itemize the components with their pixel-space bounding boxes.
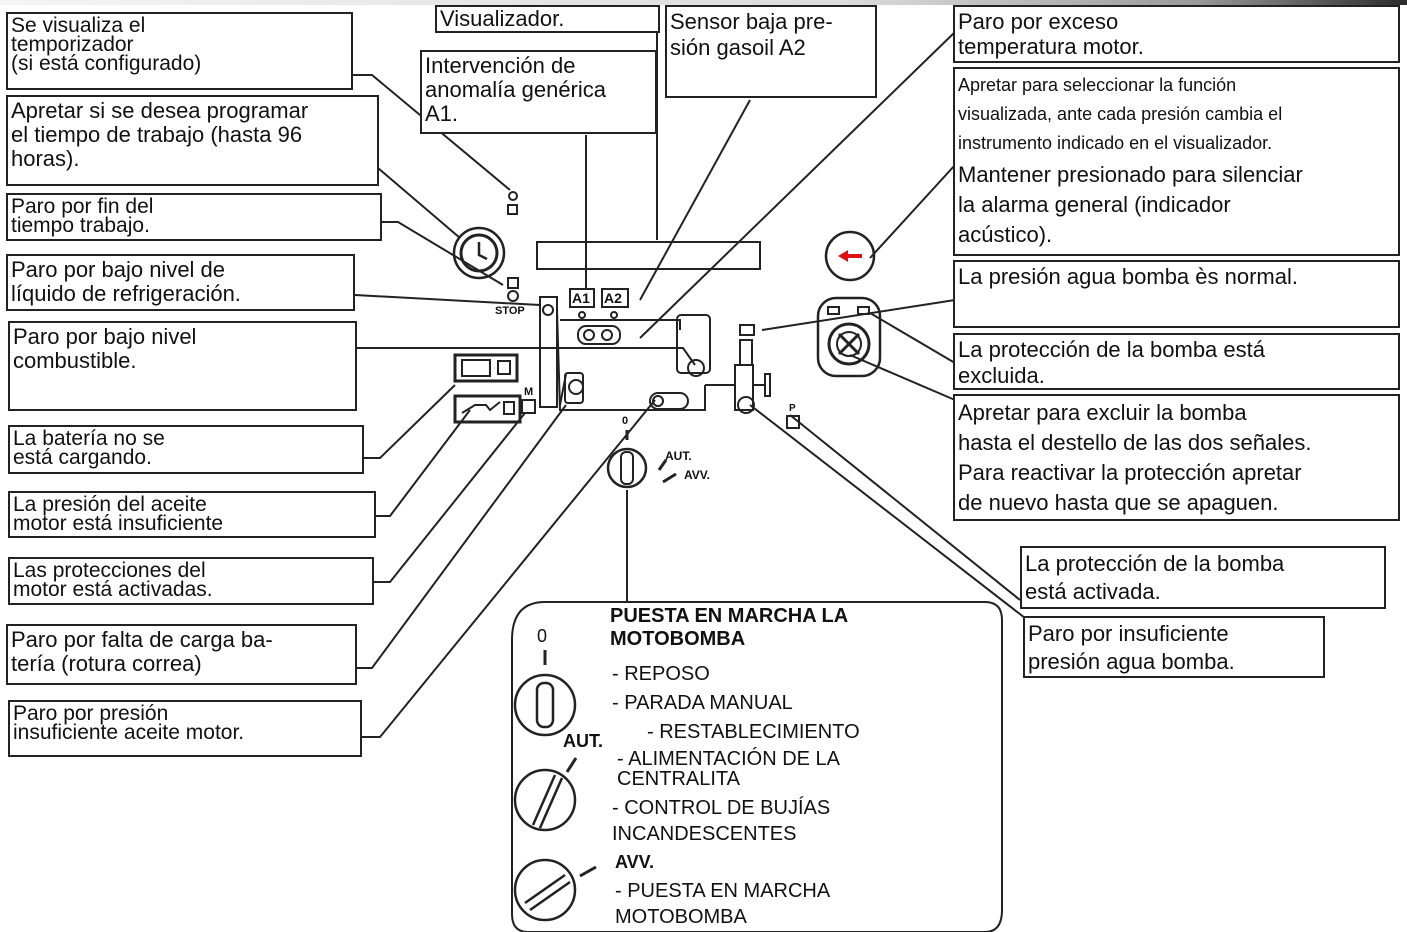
timer-button bbox=[452, 226, 506, 280]
label-display: Visualizador. bbox=[435, 5, 660, 33]
startup-title: PUESTA EN MARCHA LA MOTOBOMBA bbox=[610, 605, 849, 650]
stop-label: STOP bbox=[495, 305, 525, 317]
label-stop-oil: Paro por presión insuficiente aceite mot… bbox=[8, 700, 362, 757]
label-low-pressure-a2: Sensor baja pre- sión gasoil A2 bbox=[665, 5, 877, 98]
top-gradient-bar bbox=[0, 0, 1407, 5]
key-0-label: 0 bbox=[622, 415, 629, 427]
startup-frame bbox=[511, 601, 1003, 932]
pump-led-right bbox=[857, 306, 870, 315]
alarm-button bbox=[824, 230, 876, 282]
wire-timer-program bbox=[377, 167, 461, 239]
label-stop-overtemp: Paro por exceso temperatura motor. bbox=[953, 5, 1400, 63]
label-stop-fuel: Paro por bajo nivel combustible. bbox=[8, 321, 357, 411]
startup-item-parada: - PARADA MANUAL bbox=[612, 692, 793, 714]
label-silence-alarm: Mantener presionado para silenciar la al… bbox=[953, 158, 1400, 256]
label-battery-not-charging: La batería no se está cargando. bbox=[8, 425, 364, 474]
display-screen bbox=[536, 241, 761, 270]
pump-protection-button bbox=[816, 296, 882, 378]
oil-sensor bbox=[649, 392, 689, 410]
startup-pos-0: 0 bbox=[537, 626, 548, 646]
a2-indicator-frame bbox=[601, 288, 629, 308]
battery-indicator bbox=[453, 353, 519, 383]
wire-overtemp bbox=[639, 31, 956, 339]
wire-battery bbox=[364, 384, 456, 459]
startup-avv-label: AVV. bbox=[615, 852, 655, 872]
m-led bbox=[521, 399, 536, 414]
p-led bbox=[786, 415, 800, 429]
wire-oil-pressure bbox=[376, 409, 471, 517]
label-exclude-pump: Apretar para excluir la bomba hasta el d… bbox=[953, 394, 1400, 521]
label-generic-fault: Intervención de anomalía genérica A1. bbox=[420, 50, 657, 134]
startup-item-reposo: - REPOSO bbox=[612, 663, 710, 685]
label-stop-battery: Paro por falta de carga ba- tería (rotur… bbox=[6, 624, 357, 685]
startup-item-puesta: - PUESTA EN MARCHA MOTOBOMBA bbox=[615, 880, 831, 928]
key-switch bbox=[606, 447, 648, 489]
key-aut-label: AUT. bbox=[665, 449, 692, 463]
wire-stop-fuel bbox=[357, 347, 696, 366]
label-select-function: Apretar para seleccionar la función visu… bbox=[953, 67, 1400, 160]
timer-led bbox=[507, 204, 518, 215]
wire-a2 bbox=[639, 99, 751, 301]
label-stop-coolant: Paro por bajo nivel de líquido de refrig… bbox=[6, 254, 355, 311]
wire-timer-visual bbox=[352, 74, 511, 191]
wire-stop-coolant bbox=[354, 294, 541, 306]
wire-exclude-pump bbox=[849, 354, 956, 401]
wire-pump-excluded bbox=[869, 312, 956, 364]
m-label: M bbox=[524, 386, 534, 398]
pump-pressure-led bbox=[739, 324, 755, 336]
wire-pump-active bbox=[789, 414, 1021, 601]
wire-select bbox=[869, 164, 956, 259]
label-protections-active: Las protecciones del motor está activada… bbox=[8, 557, 374, 605]
label-timer-program: Apretar si se desea programar el tiempo … bbox=[6, 95, 379, 186]
label-pump-pressure-normal: La presión agua bomba ès normal. bbox=[953, 260, 1400, 328]
label-pump-protection-excluded: La protección de la bomba está excluida. bbox=[953, 333, 1400, 390]
label-timer-visual: Se visualiza el temporizador (si está co… bbox=[6, 12, 353, 90]
startup-item-restablecimiento: - RESTABLECIMIENTO bbox=[647, 721, 860, 743]
key-avv-label: AVV. bbox=[684, 468, 711, 482]
wire-stop-oil bbox=[362, 399, 656, 738]
startup-item-alimentacion: - ALIMENTACIÓN DE LA CENTRALITA bbox=[617, 748, 841, 790]
a2-label: A2 bbox=[604, 290, 622, 306]
pump-led-left bbox=[827, 306, 840, 315]
oil-indicator bbox=[453, 394, 522, 424]
p-label: P bbox=[789, 403, 796, 414]
label-oil-pressure-low: La presión del aceite motor está insufic… bbox=[8, 491, 376, 538]
stop-led bbox=[507, 277, 519, 289]
label-pump-protection-active: La protección de la bomba está activada. bbox=[1020, 546, 1386, 609]
label-stop-pump-pressure: Paro por insuficiente presión agua bomba… bbox=[1023, 616, 1325, 678]
wire-stop-battery bbox=[357, 404, 567, 669]
label-stop-end-time: Paro por fin del tiempo trabajo. bbox=[6, 193, 382, 241]
timer-small-icon bbox=[508, 191, 518, 201]
a1-label: A1 bbox=[572, 290, 590, 306]
wire-stop-end-time bbox=[382, 221, 504, 286]
wire-protections bbox=[374, 412, 526, 583]
a1-indicator-frame bbox=[569, 288, 595, 308]
startup-aut-label: AUT. bbox=[563, 731, 603, 751]
fuel-tank bbox=[676, 314, 711, 374]
temp-sensor bbox=[577, 325, 621, 345]
alarm-arrow-icon bbox=[838, 250, 848, 262]
startup-item-bujias: - CONTROL DE BUJÍAS INCANDESCENTES bbox=[612, 797, 831, 845]
alternator bbox=[564, 372, 584, 404]
wire-stop-pump bbox=[749, 404, 1026, 619]
engine-block bbox=[539, 296, 558, 408]
